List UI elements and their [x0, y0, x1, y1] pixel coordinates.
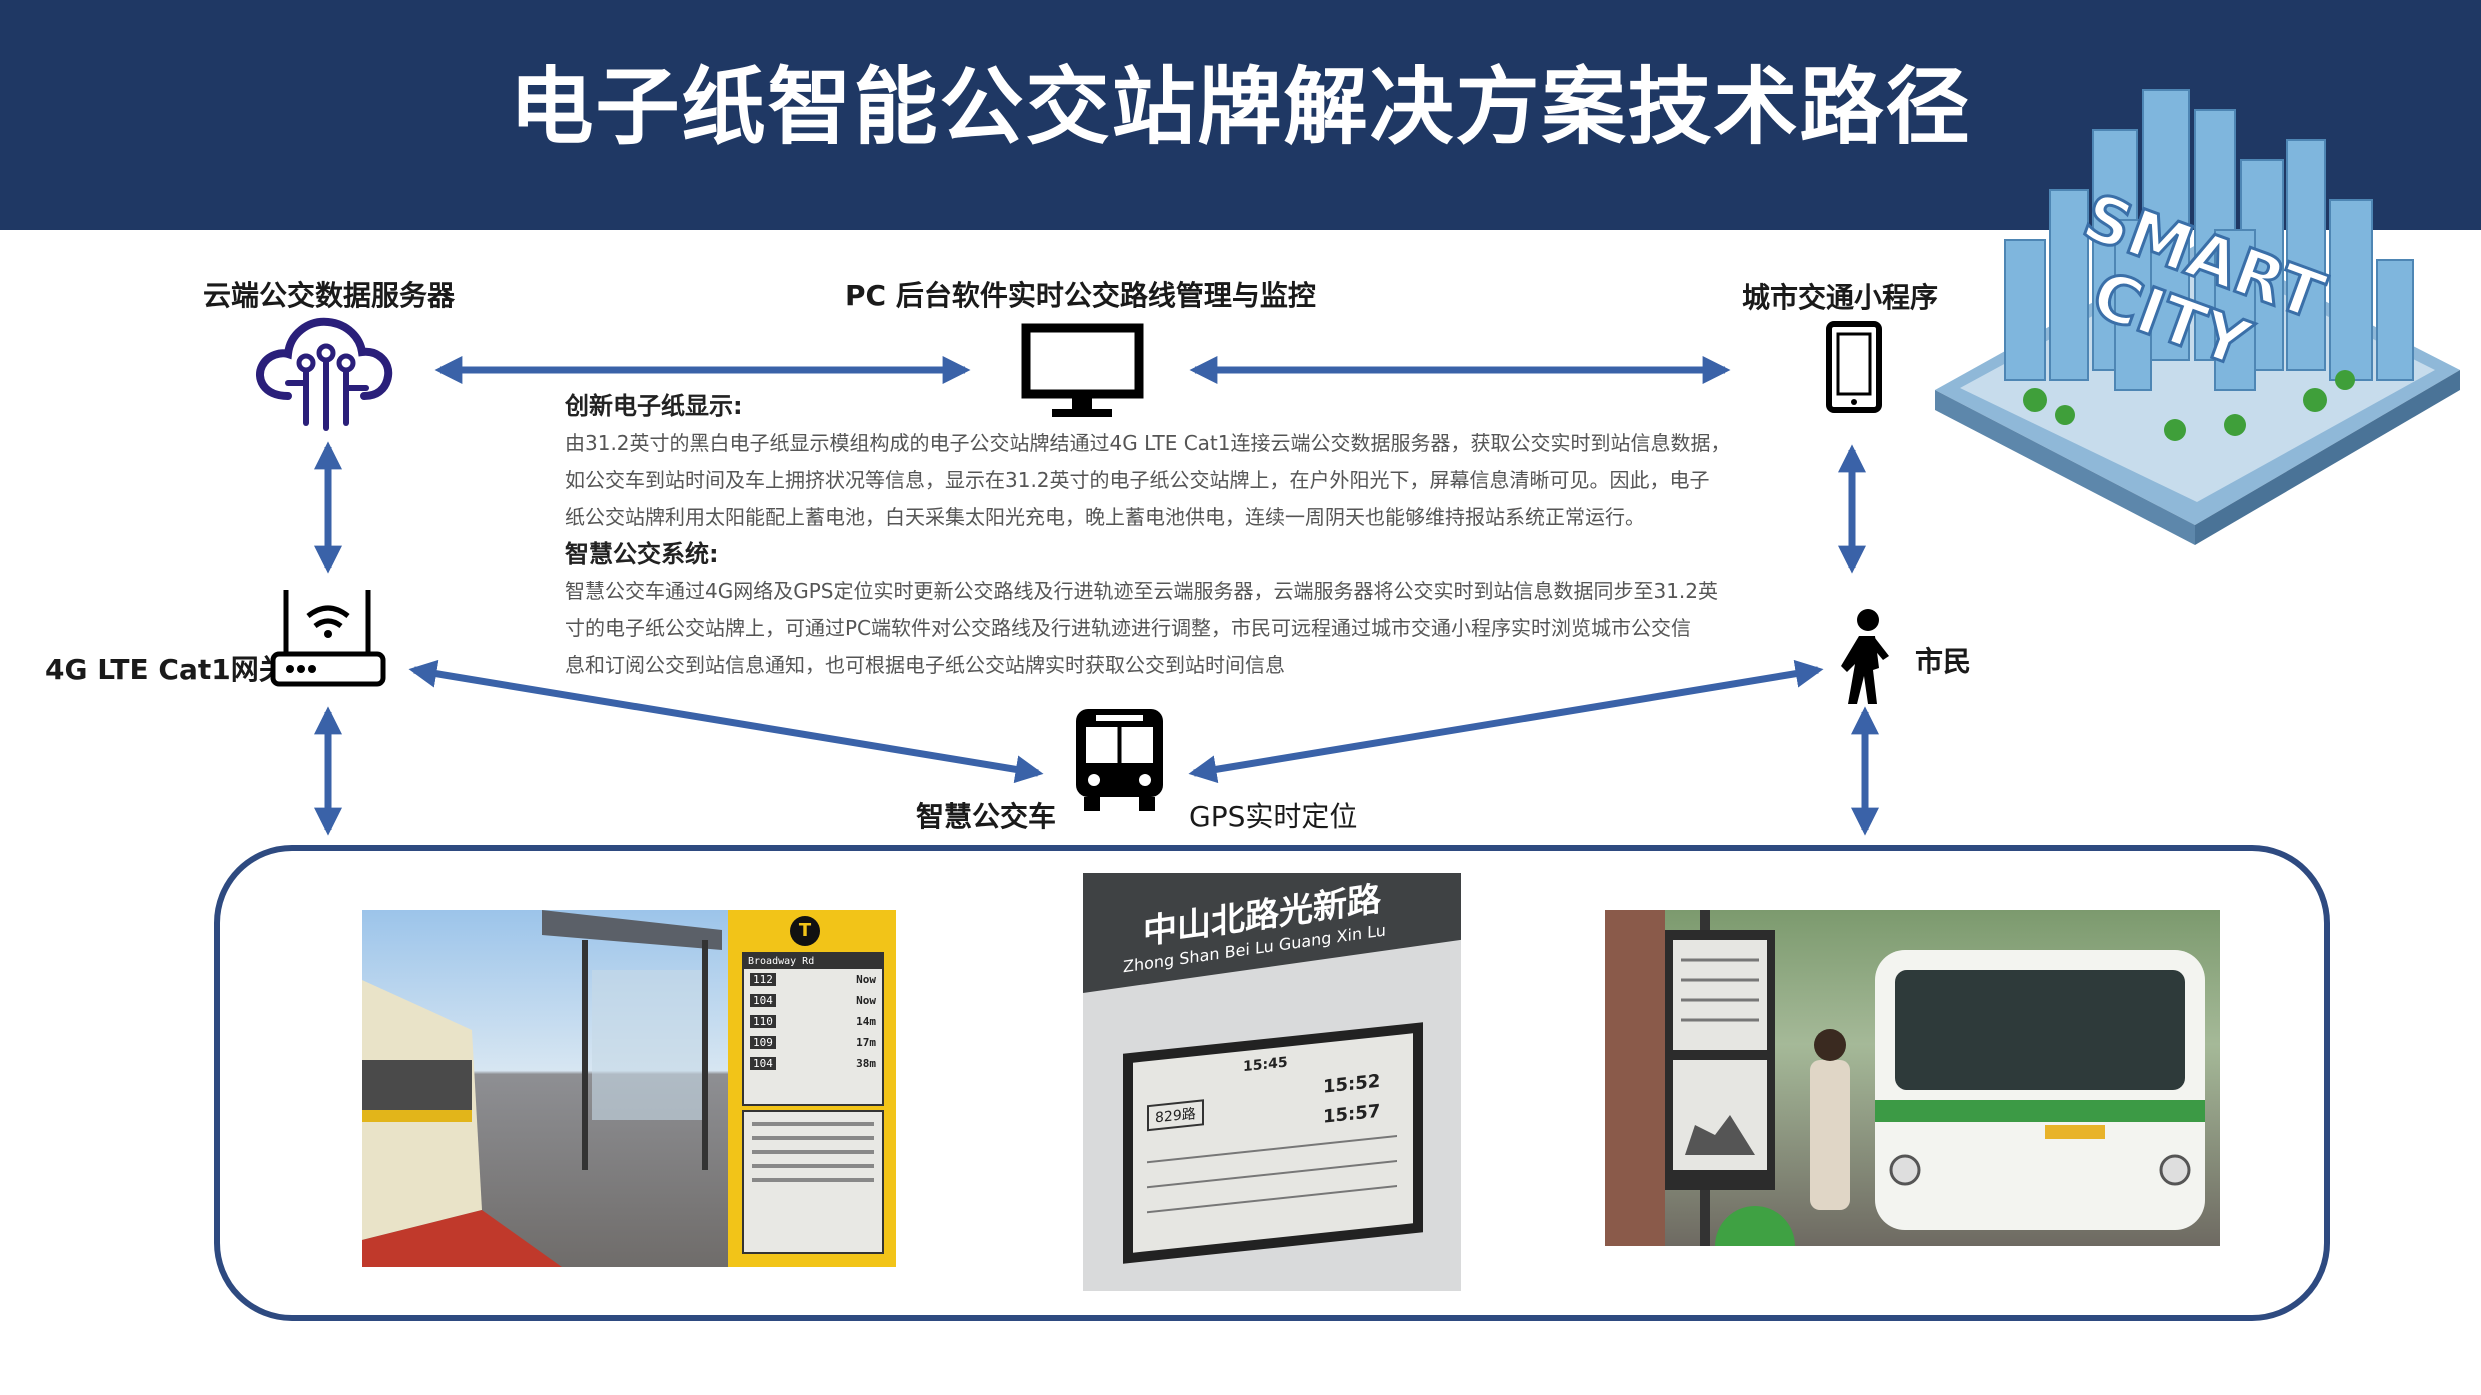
- epaper-screen: 15:45 829路 15:52 15:57: [1123, 1022, 1423, 1264]
- sign-row: 104 38m: [744, 1053, 882, 1074]
- monitor-icon: [1021, 323, 1144, 417]
- cloud-server-icon: [256, 317, 393, 431]
- arrow-gateway-bus: [408, 659, 1044, 784]
- description-line: 由31.2英寸的黑白电子纸显示模组构成的电子公交站牌结通过4G LTE Cat1…: [565, 431, 1731, 455]
- gateway-label: 4G LTE Cat1网关: [45, 653, 287, 686]
- sign-route: 109: [750, 1036, 776, 1049]
- sign-row: 109 17m: [744, 1032, 882, 1053]
- description-line: 寸的电子纸公交站牌上，可通过PC端软件对公交路线及行进轨迹进行调整，市民可远程通…: [565, 616, 1692, 640]
- description-line: 纸公交站牌利用太阳能配上蓄电池，白天采集太阳光充电，晚上蓄电池供电，连续一周阴天…: [565, 505, 1645, 529]
- sign-route: 104: [750, 994, 776, 1007]
- sign-route: 112: [750, 973, 776, 986]
- sign-route: 104: [750, 1057, 776, 1070]
- sign-eta: Now: [856, 994, 876, 1007]
- bus-icon: [1076, 709, 1163, 811]
- photo-scene-1: [362, 910, 722, 1267]
- description-heading-1: 创新电子纸显示:: [565, 392, 743, 420]
- citizen-icon: [1841, 609, 1889, 704]
- station-name-panel: 中山北路光新路 Zhong Shan Bei Lu Guang Xin Lu: [1083, 873, 1461, 993]
- description-block: 创新电子纸显示: 由31.2英寸的黑白电子纸显示模组构成的电子公交站牌结通过4G…: [565, 388, 1755, 684]
- epaper-eta: 15:52: [1323, 1070, 1381, 1098]
- router-icon: [270, 590, 386, 687]
- gps-label: GPS实时定位: [1189, 800, 1358, 833]
- sign-eta: 38m: [856, 1057, 876, 1070]
- sign-eta: 17m: [856, 1036, 876, 1049]
- description-line: 智慧公交车通过4G网络及GPS定位实时更新公交路线及行进轨迹至云端服务器，云端服…: [565, 579, 1719, 603]
- sign-row: 112 Now: [744, 969, 882, 990]
- sign-logo: T: [790, 916, 820, 946]
- description-line: 如公交车到站时间及车上拥挤状况等信息，显示在31.2英寸的电子纸公交站牌上，在户…: [565, 468, 1710, 492]
- sign-screen-bottom: [742, 1110, 884, 1254]
- phone-icon: [1826, 321, 1882, 413]
- citizen-label: 市民: [1915, 645, 1972, 678]
- sign-stop-name: Broadway Rd: [744, 954, 882, 969]
- smart-city-illustration: SMART CITY: [1935, 89, 2460, 545]
- page-title: 电子纸智能公交站牌解决方案技术路径: [509, 58, 1972, 156]
- cloud-server-label: 云端公交数据服务器: [203, 279, 456, 312]
- pc-backend-label: PC 后台软件实时公交路线管理与监控: [845, 279, 1316, 312]
- sign-route: 110: [750, 1015, 776, 1028]
- city-app-label: 城市交通小程序: [1742, 281, 1939, 314]
- arrow-bus-citizen: [1188, 659, 1824, 784]
- photo-street-bus-stop: [1605, 910, 2220, 1246]
- epaper-time: 15:45: [1243, 1054, 1288, 1076]
- description-line: 息和订阅公交到站信息通知，也可根据电子纸公交站牌实时获取公交到站时间信息: [565, 653, 1285, 677]
- sign-eta: 14m: [856, 1015, 876, 1028]
- epaper-route: 829路: [1147, 1099, 1204, 1132]
- sign-row: 110 14m: [744, 1011, 882, 1032]
- description-heading-2: 智慧公交系统:: [565, 540, 719, 568]
- epaper-eta: 15:57: [1323, 1100, 1381, 1128]
- photo-station-display: 中山北路光新路 Zhong Shan Bei Lu Guang Xin Lu 1…: [1083, 873, 1461, 1291]
- photo-scene-3: [1605, 910, 2205, 1246]
- photo-frame: [214, 845, 2330, 1321]
- sign-row: 104 Now: [744, 990, 882, 1011]
- smart-bus-label: 智慧公交车: [916, 800, 1057, 833]
- sign-eta: Now: [856, 973, 876, 986]
